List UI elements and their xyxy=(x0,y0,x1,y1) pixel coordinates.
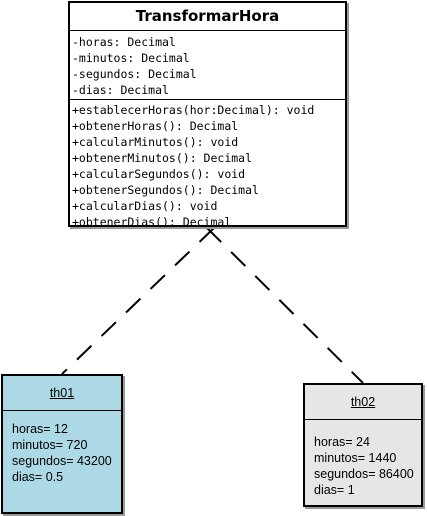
operation-obtener-dias: +obtenerDias(): Decimal xyxy=(72,215,232,229)
object-th01[interactable]: th01 horas= 12 minutos= 720 segundos= 43… xyxy=(1,374,123,514)
attribute-segundos: -segundos: Decimal xyxy=(72,67,197,81)
slot-horas: horas= 12 xyxy=(12,422,68,436)
object-name: th01 xyxy=(3,376,121,411)
operation-obtener-minutos: +obtenerMinutos(): Decimal xyxy=(72,151,253,165)
object-slots: horas= 12 minutos= 720 segundos= 43200 d… xyxy=(3,411,121,485)
attribute-dias: -dias: Decimal xyxy=(72,83,169,97)
slot-segundos: segundos= 86400 xyxy=(314,467,414,481)
object-name: th02 xyxy=(305,385,421,420)
operations-compartment: +establecerHoras(hor:Decimal): void +obt… xyxy=(70,100,345,230)
operation-obtener-horas: +obtenerHoras(): Decimal xyxy=(72,119,239,133)
slot-minutos: minutos= 720 xyxy=(12,438,88,452)
operation-obtener-segundos: +obtenerSegundos(): Decimal xyxy=(72,183,259,197)
slot-minutos: minutos= 1440 xyxy=(314,451,397,465)
object-th02[interactable]: th02 horas= 24 minutos= 1440 segundos= 8… xyxy=(303,383,423,507)
instance-link-th01 xyxy=(61,227,215,375)
operation-establecer-horas: +establecerHoras(hor:Decimal): void xyxy=(72,103,315,117)
operation-calcular-minutos: +calcularMinutos(): void xyxy=(72,135,239,149)
attributes-compartment: -horas: Decimal -minutos: Decimal -segun… xyxy=(70,31,345,100)
slot-horas: horas= 24 xyxy=(314,435,370,449)
attribute-horas: -horas: Decimal xyxy=(72,35,176,49)
class-transformarhora[interactable]: TransformarHora -horas: Decimal -minutos… xyxy=(68,1,347,230)
object-slots: horas= 24 minutos= 1440 segundos= 86400 … xyxy=(305,420,421,498)
class-name: TransformarHora xyxy=(70,3,345,31)
slot-dias: dias= 1 xyxy=(314,483,355,497)
operation-calcular-segundos: +calcularSegundos(): void xyxy=(72,167,246,181)
instance-link-th02 xyxy=(206,227,364,384)
attribute-minutos: -minutos: Decimal xyxy=(72,51,190,65)
operation-calcular-dias: +calcularDias(): void xyxy=(72,199,218,213)
slot-segundos: segundos= 43200 xyxy=(12,454,112,468)
slot-dias: dias= 0.5 xyxy=(12,470,64,484)
